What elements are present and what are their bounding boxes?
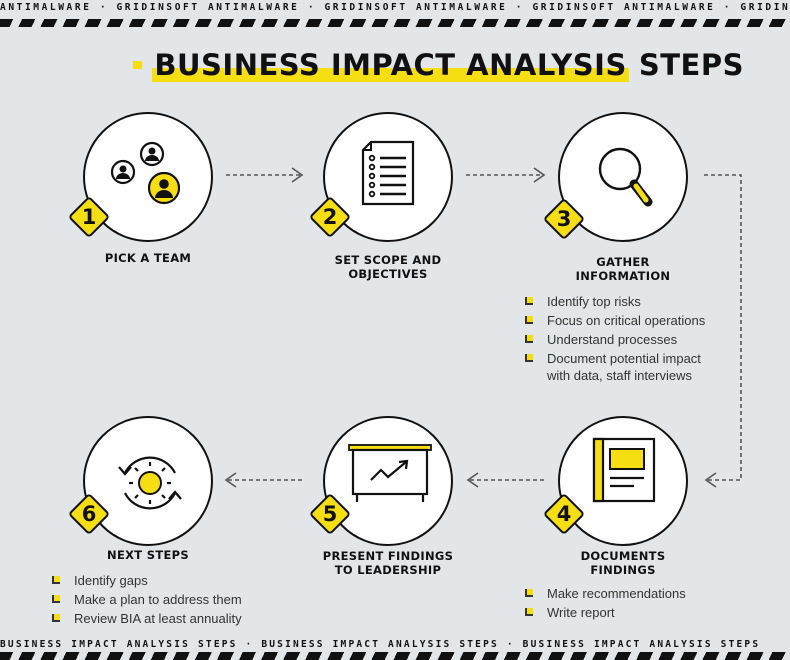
step-3-label-text: GATHER INFORMATION (575, 255, 671, 283)
step-1-label: PICK A TEAM (104, 251, 192, 265)
title-highlight: BUSINESS IMPACT ANALYSIS (152, 48, 629, 82)
step-3-bullet: Document potential impact with data, sta… (525, 350, 725, 384)
document-icon (592, 437, 656, 503)
header-ticker: ANTIMALWARE · GRIDINSOFT ANTIMALWARE · G… (0, 2, 790, 13)
page-title: BUSINESS IMPACT ANALYSIS STEPS (133, 48, 744, 82)
step-6-label: NEXT STEPS (107, 548, 189, 562)
arrowhead-3-4 (704, 472, 717, 488)
step-1-circle (83, 112, 213, 242)
arrowhead-4-5 (466, 472, 479, 488)
step-6-bullet-list: Identify gaps Make a plan to address the… (52, 572, 272, 629)
step-3-bullet: Understand processes (525, 331, 725, 348)
step-3-number-badge: 3 (541, 196, 587, 242)
step-5-number: 5 (322, 502, 338, 526)
header-stripe (0, 19, 790, 27)
step-5-label: PRESENT FINDINGS TO LEADERSHIP (288, 549, 488, 577)
step-2-label: SET SCOPE AND OBJECTIVES (288, 253, 488, 281)
checklist-icon (361, 140, 415, 206)
step-4-label: DOCUMENTS FINDINGS (523, 549, 723, 577)
title-rest: STEPS (638, 48, 744, 82)
step-4-number: 4 (556, 502, 572, 526)
title-marker (133, 61, 143, 69)
step-5-number-badge: 5 (307, 491, 353, 537)
step-4-bullet: Write report (525, 604, 725, 621)
arrowhead-1-2 (291, 167, 304, 183)
step-3-number: 3 (556, 207, 572, 231)
step-6-bullet: Make a plan to address them (52, 591, 272, 608)
arrowhead-2-3 (533, 167, 546, 183)
step-5-label-text: PRESENT FINDINGS TO LEADERSHIP (322, 549, 454, 577)
step-4-bullet-list: Make recommendations Write report (525, 585, 725, 623)
step-1-number-badge: 1 (66, 194, 112, 240)
step-1-number: 1 (81, 205, 97, 229)
step-2-number: 2 (322, 205, 338, 229)
step-6-bullet: Review BIA at least annuality (52, 610, 272, 627)
step-4-bullet: Make recommendations (525, 585, 725, 602)
step-5-circle (323, 416, 453, 546)
step-4-circle (558, 416, 688, 546)
step-4-label-text: DOCUMENTS FINDINGS (580, 549, 666, 577)
step-6-number-badge: 6 (66, 491, 112, 537)
footer-ticker: BUSINESS IMPACT ANALYSIS STEPS · BUSINES… (0, 639, 761, 650)
step-3-circle (558, 112, 688, 242)
connector-3-4 (704, 174, 742, 481)
step-3-bullet: Focus on critical operations (525, 312, 725, 329)
team-icon (110, 141, 181, 205)
cycle-sun-icon (118, 456, 182, 510)
arrowhead-5-6 (224, 472, 237, 488)
step-4-number-badge: 4 (541, 491, 587, 537)
step-6-circle (83, 416, 213, 546)
step-3-label: GATHER INFORMATION (523, 255, 723, 283)
step-3-bullet-list: Identify top risks Focus on critical ope… (525, 293, 725, 386)
step-2-number-badge: 2 (307, 194, 353, 240)
presentation-board-icon (348, 444, 432, 502)
magnifier-icon (598, 147, 653, 207)
step-3-bullet: Identify top risks (525, 293, 725, 310)
step-6-bullet: Identify gaps (52, 572, 272, 589)
footer-stripe (0, 652, 790, 660)
step-6-number: 6 (81, 502, 97, 526)
step-2-label-text: SET SCOPE AND OBJECTIVES (334, 253, 442, 281)
